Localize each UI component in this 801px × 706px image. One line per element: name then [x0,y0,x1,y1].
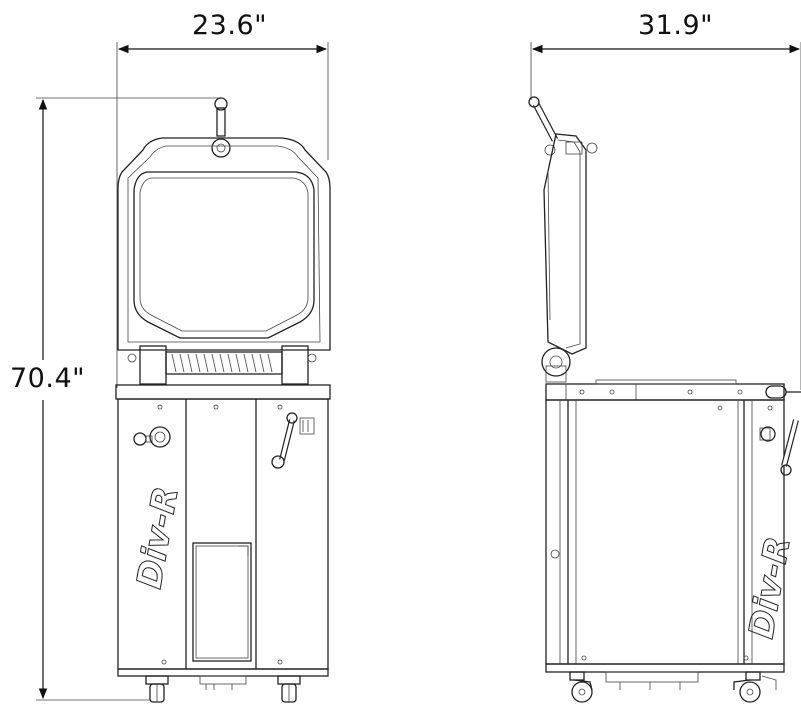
side-brand-logo: Div-R [741,534,798,642]
width-dimension-line [116,42,329,388]
side-lid-open [543,133,587,355]
front-caster-right [277,675,301,703]
front-caster-left [145,675,169,703]
front-access-panel [192,542,252,662]
front-base [117,668,329,690]
front-top-plate [115,384,331,400]
side-lever-top [528,96,598,156]
side-top-plate [545,379,801,401]
front-view: Div-R [115,97,331,703]
side-control-knob [759,426,776,442]
lid-frame [117,137,331,351]
hinge-spring-assembly [127,345,317,385]
side-lever-handle [271,412,315,469]
side-base [545,663,785,690]
front-brand-logo: Div-R [129,484,186,592]
top-lever-handle [211,97,231,158]
height-dimension-label: 70.4" [10,363,86,394]
side-lever-right [780,419,799,476]
side-caster-right [733,671,777,703]
depth-dimension-label: 31.9" [638,10,714,41]
control-knob [133,426,171,448]
side-hinge-wheel [541,347,571,383]
side-caster-left [569,671,593,703]
depth-dimension-line [530,42,801,390]
width-dimension-label: 23.6" [192,10,268,41]
side-view: Div-R [528,96,801,703]
height-dimension-line [36,97,222,701]
